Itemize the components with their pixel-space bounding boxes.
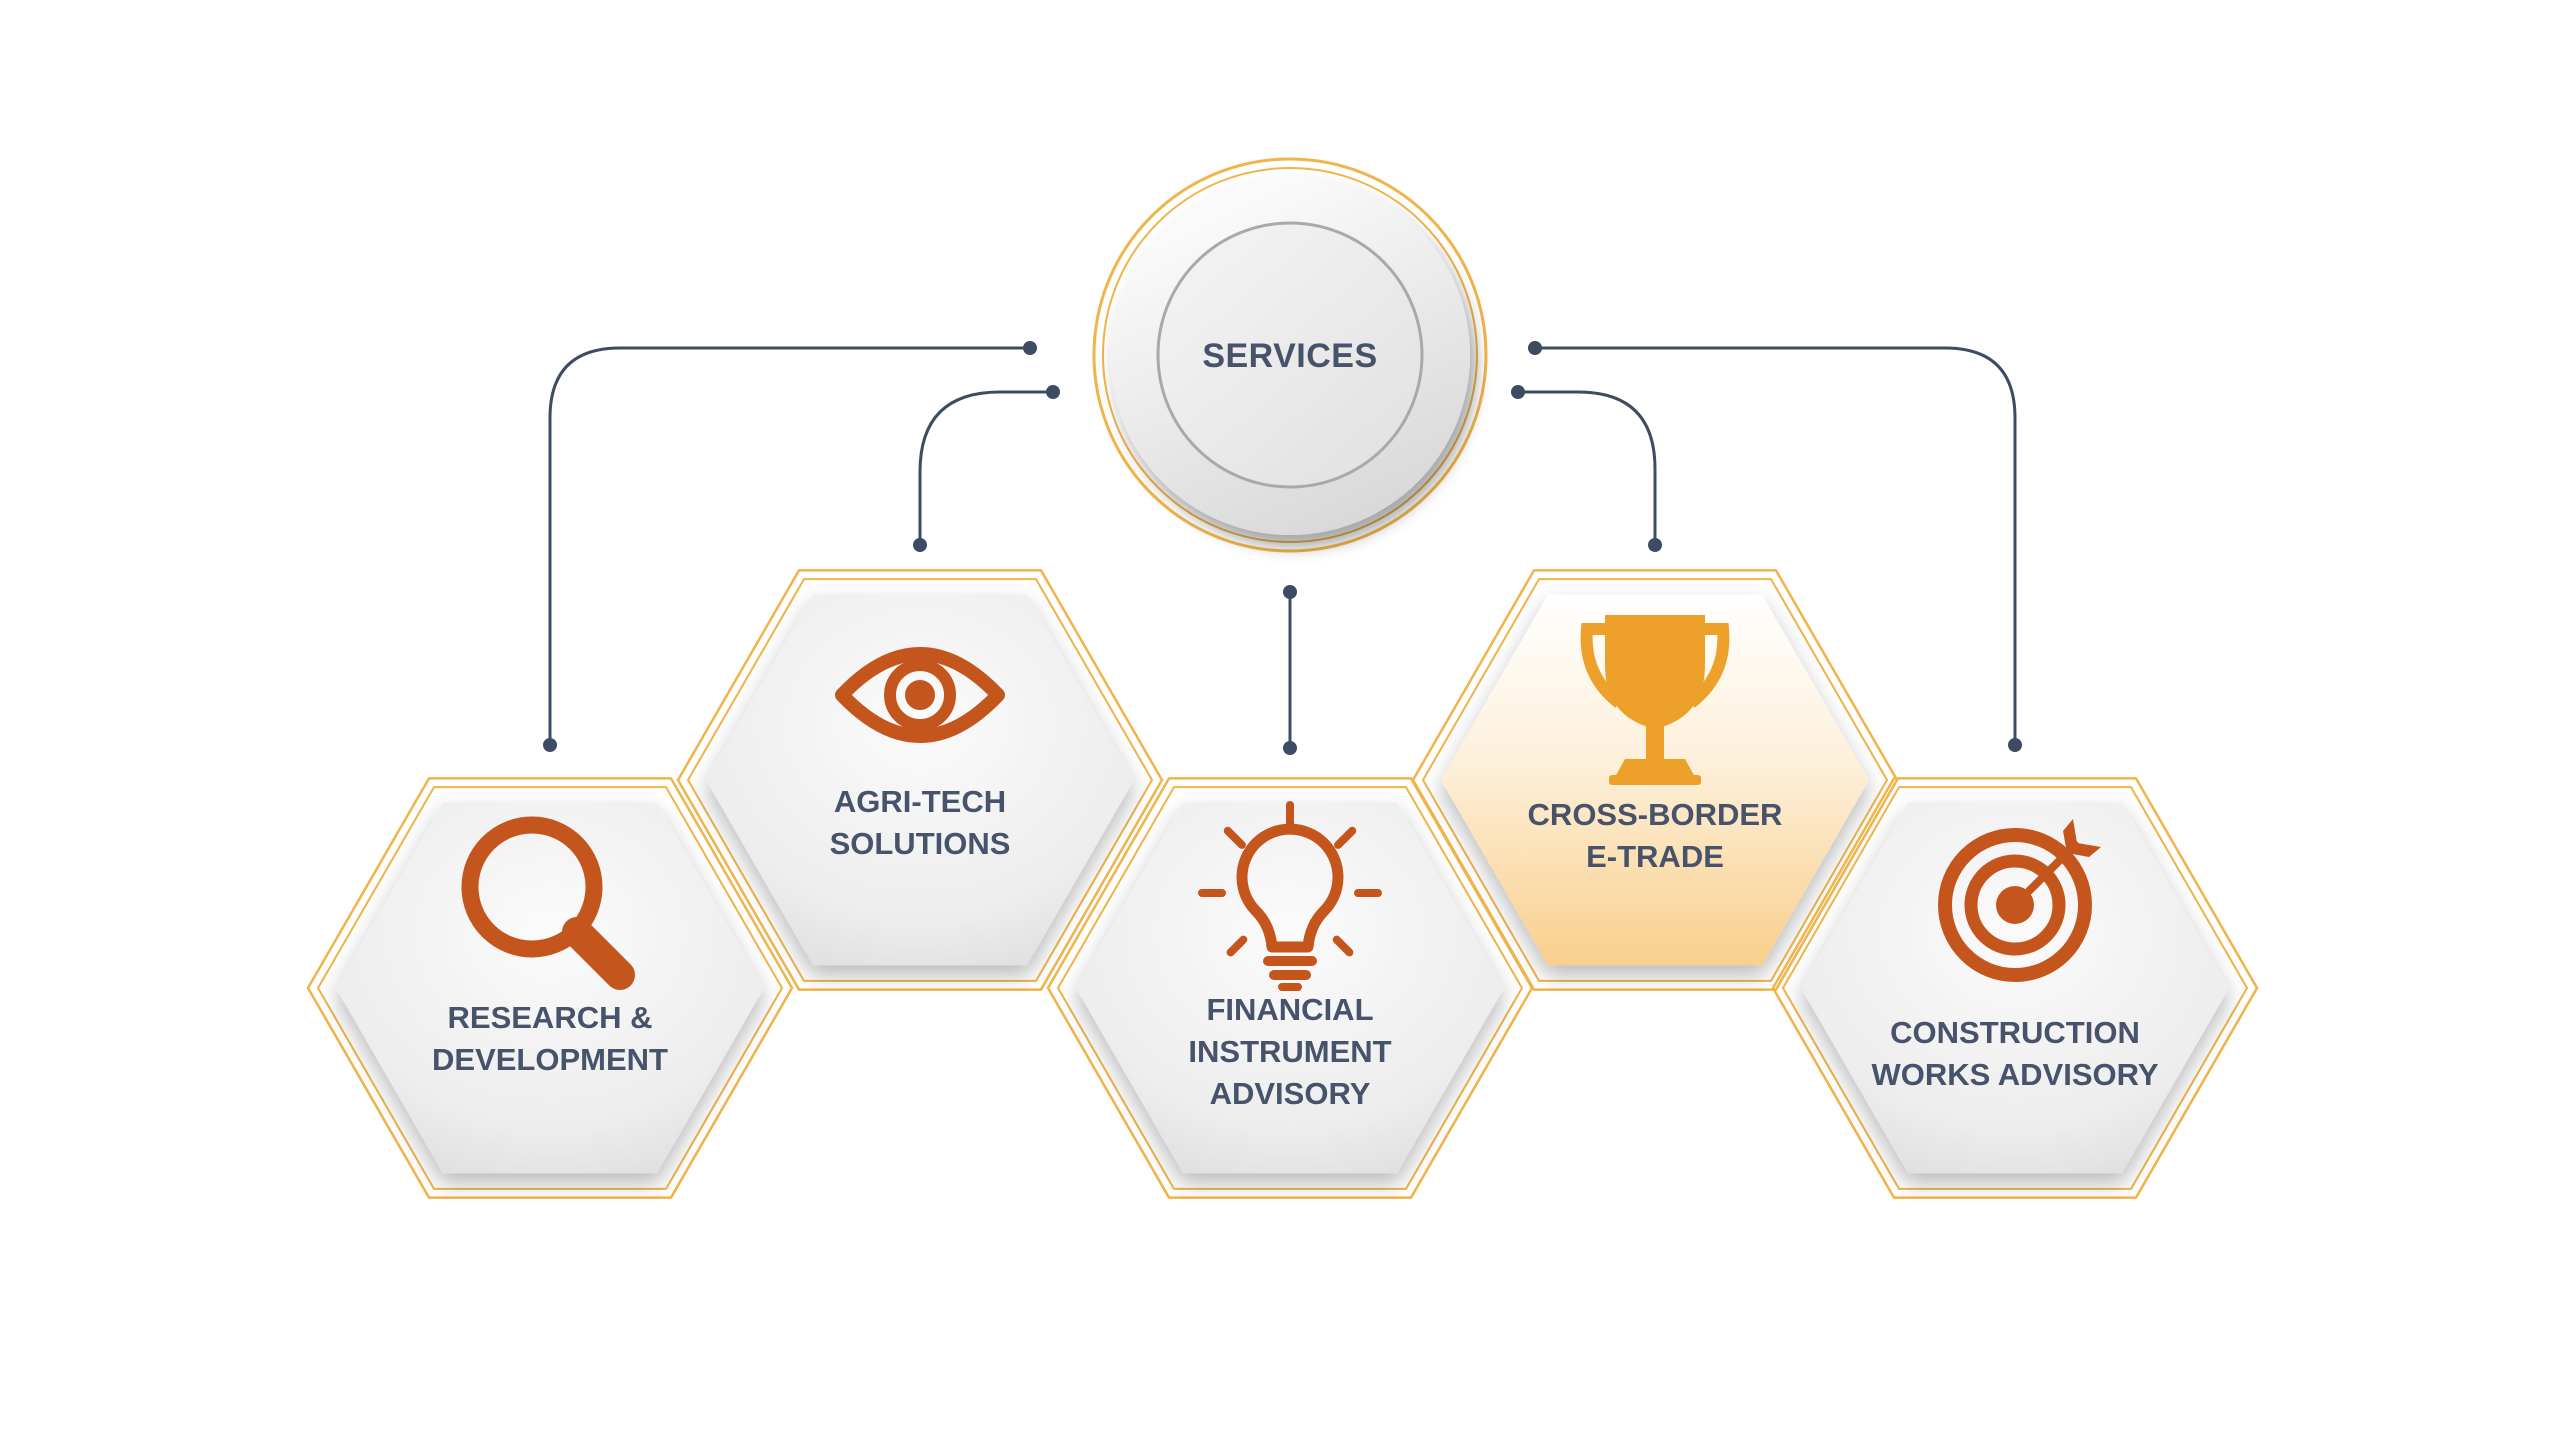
lightbulb-icon [1198,801,1382,991]
connector-dots [543,341,2022,755]
hex-inner-border [316,786,784,1190]
service-hex-financial[interactable]: FINANCIAL INSTRUMENT ADVISORY [1046,777,1534,1199]
connector-dot [1511,385,1525,399]
service-label-line: WORKS ADVISORY [1871,1057,2158,1092]
connector-dot [1528,341,1542,355]
service-label-line: E-TRADE [1586,839,1724,874]
hub-label: SERVICES [1202,337,1377,375]
services-hub[interactable]: SERVICES [1092,157,1488,553]
service-label: AGRI-TECH SOLUTIONS [830,784,1011,861]
service-hex-research[interactable]: RESEARCH & DEVELOPMENT [306,777,794,1199]
service-label-line: CONSTRUCTION [1890,1015,2140,1050]
hex-outer-border [676,569,1164,991]
connector-etrade [1518,390,1657,545]
hex-outer-border [306,777,794,1199]
eye-icon [835,647,1005,743]
service-hex-etrade[interactable]: CROSS-BORDER E-TRADE [1411,569,1899,991]
service-label-line: SOLUTIONS [830,826,1011,861]
service-label: CONSTRUCTION WORKS ADVISORY [1871,1015,2158,1092]
connector-dot [1283,585,1297,599]
trophy-icon [1580,615,1730,785]
connector-research [548,346,1030,745]
service-label: CROSS-BORDER E-TRADE [1528,797,1783,874]
connector-dot [913,538,927,552]
service-label-line: CROSS-BORDER [1528,797,1783,832]
service-label-line: AGRI-TECH [834,784,1006,819]
hex-inner-border [1781,786,2249,1190]
hex-inner-border [686,578,1154,982]
hex-outer-border [1411,569,1899,991]
service-label-line: FINANCIAL [1206,992,1373,1027]
hex-inner-border [1056,786,1524,1190]
hex-face [336,802,764,1174]
connector-agritech [918,390,1053,545]
connector-lines [548,346,2017,748]
hex-face [706,594,1134,966]
connector-dot [1023,341,1037,355]
service-hex-construction[interactable]: CONSTRUCTION WORKS ADVISORY [1771,777,2259,1199]
magnifier-icon [461,816,635,990]
hub-outer-ring [1092,157,1488,553]
hex-outer-border [1771,777,2259,1199]
hub-inner-ring [1102,167,1478,543]
hex-face [1801,802,2229,1174]
service-label: FINANCIAL INSTRUMENT ADVISORY [1188,992,1391,1111]
service-label-line: DEVELOPMENT [432,1042,668,1077]
target-icon [1938,819,2101,982]
connector-dot [1046,385,1060,399]
hex-inner-border [1421,578,1889,982]
service-hex-agritech[interactable]: AGRI-TECH SOLUTIONS [676,569,1164,991]
service-label-line: RESEARCH & [448,1000,653,1035]
connector-dot [1648,538,1662,552]
connector-dot [1283,741,1297,755]
connector-construction [1535,346,2017,745]
service-label-line: ADVISORY [1210,1076,1371,1111]
service-label-line: INSTRUMENT [1188,1034,1391,1069]
hub-face [1156,221,1424,489]
connector-dot [2008,738,2022,752]
service-label: RESEARCH & DEVELOPMENT [432,1000,668,1077]
connector-dot [543,738,557,752]
